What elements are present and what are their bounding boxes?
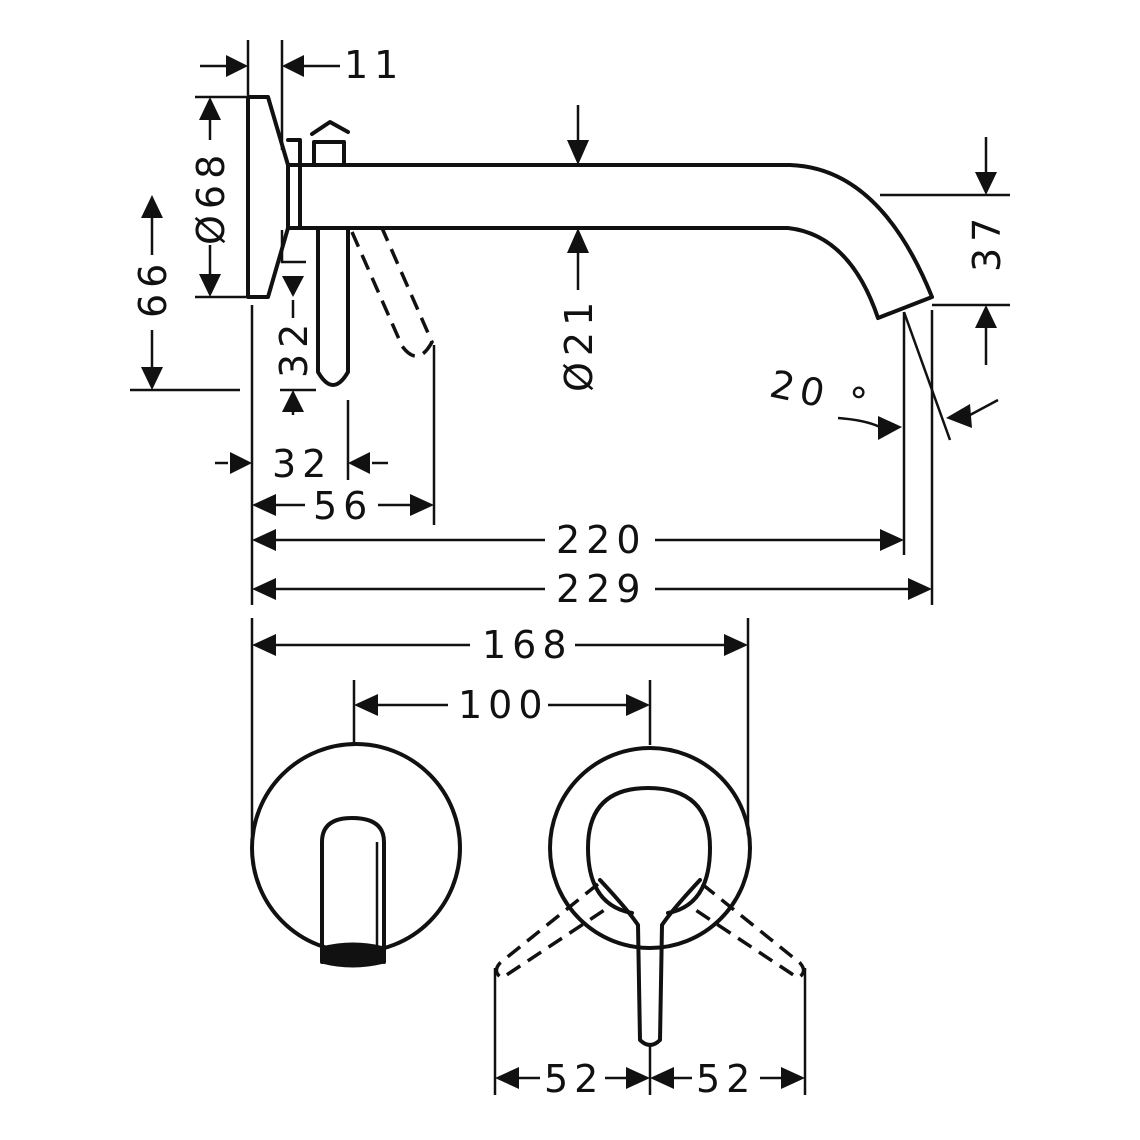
spout-front: [320, 816, 386, 964]
dim-100: 100: [458, 683, 549, 727]
mixer-rosette: [548, 746, 752, 950]
plate-bracket: [280, 230, 306, 264]
dim-32-vertical: 32: [272, 318, 316, 378]
extension-lines: [130, 40, 1010, 1095]
lever-down: [316, 226, 350, 387]
handle-cap-top: [310, 120, 350, 136]
dim-220: 220: [556, 518, 647, 562]
dim-11: 11: [344, 43, 404, 87]
dim-32-horizontal: 32: [272, 442, 332, 486]
dim-52-left: 52: [544, 1057, 604, 1101]
dim-66: 66: [131, 258, 175, 318]
spout-rosette: [250, 742, 462, 954]
dim-52-right: 52: [696, 1057, 756, 1101]
plate-collar: [286, 138, 302, 230]
lever-right-position: [687, 882, 806, 981]
dimension-labels: 11 Ø68 66 32 32 56 Ø21 37 20 ° 220 229 1…: [131, 43, 1009, 1101]
lever-left-position: [494, 882, 613, 981]
mixer-handle-ring: [586, 786, 712, 915]
spout-outlet: [320, 942, 386, 968]
dim-229: 229: [556, 567, 647, 611]
dim-56: 56: [313, 484, 373, 528]
dimension-lines: [150, 64, 999, 1080]
front-view: [250, 742, 806, 1047]
side-view: [246, 95, 934, 387]
arrowheads: [141, 55, 997, 1089]
spout-body: [286, 163, 934, 320]
mixer-lever: [598, 878, 702, 1047]
dim-68: Ø68: [189, 149, 233, 245]
dim-21: Ø21: [557, 296, 601, 392]
lever-swung: [350, 227, 434, 358]
handle-cap: [312, 140, 346, 167]
dim-37: 37: [965, 212, 1009, 272]
dim-168: 168: [482, 623, 573, 667]
dim-20-degrees: 20 °: [766, 362, 876, 427]
